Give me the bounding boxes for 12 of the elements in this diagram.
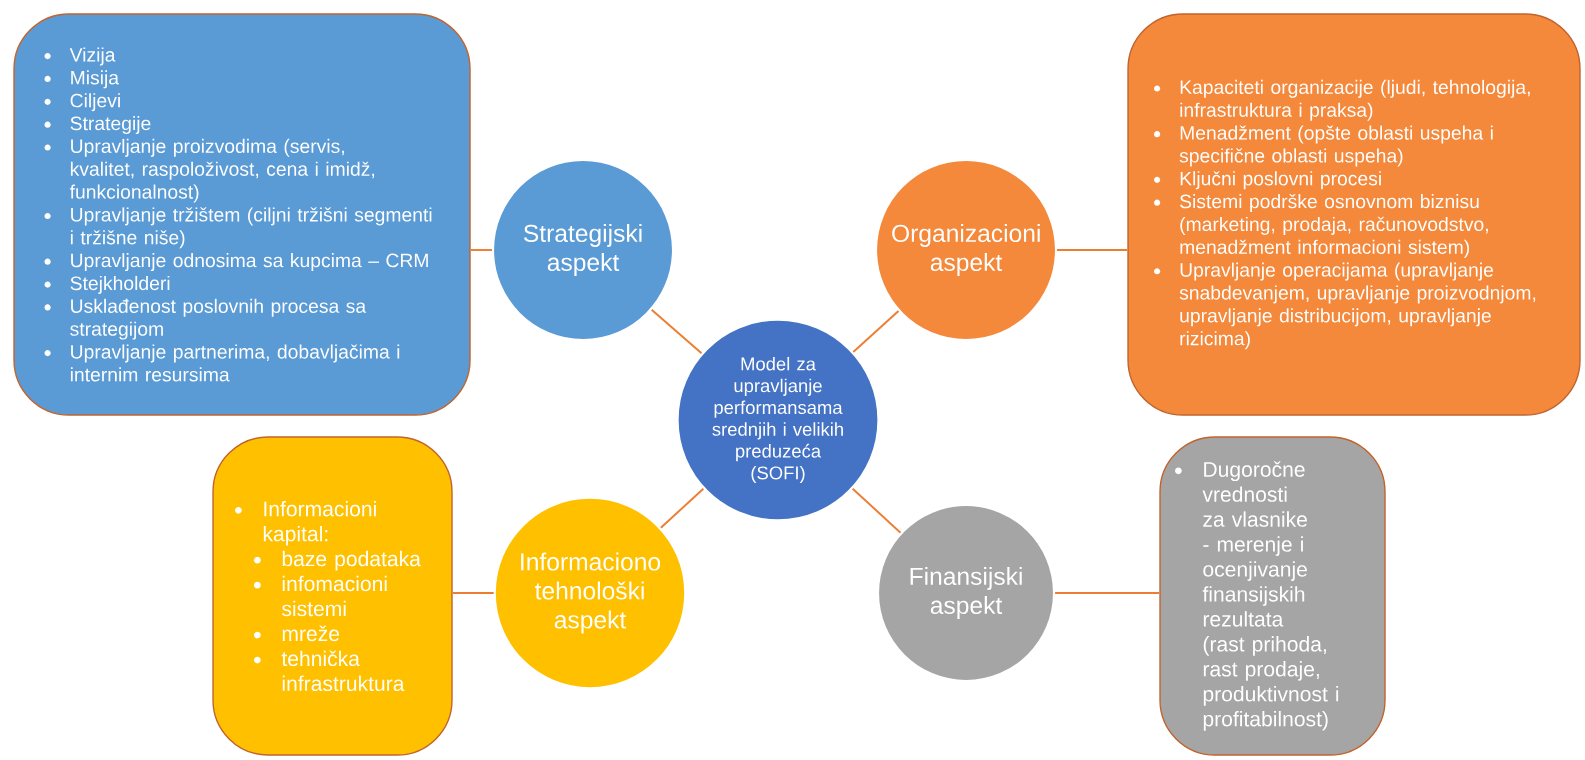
connector-line xyxy=(650,308,703,355)
connector-line xyxy=(659,487,705,529)
connector-line xyxy=(852,310,900,353)
list-box: Kapaciteti organizacije (ljudi, tehnologija, infrastruktura i praksa) Menadžment (opšte oblasti uspeha i specifične oblasti uspeha) Ključni poslovni procesi Sistemi podrške osnovnom biznisu (marketing, prodaja, računovodstvo, menadžment informacioni sistem) Upravljanje operacijama (upravljanje snabdevanjem, upravljanje proizvodnjom, upravljanje distribucijom, upravljanje rizicima) xyxy=(1127,13,1581,416)
list-box: Informacioni kapital: baze podataka infomacioni sistemi mreže tehnička infrastruktura xyxy=(212,436,453,756)
connector-line xyxy=(851,487,902,534)
connector-line xyxy=(1054,592,1161,594)
list-box: Vizija Misija Ciljevi Strategije Upravljanje proizvodima (servis, kvalitet, raspoloživost, cena i imidž, funkcionalnost) Upravljanje tržištem (ciljni tržišni segmenti i tržišne niše) Upravljanje odnosima sa kupcima – CRM Stejkholderi Usklađenost poslovnih procesa sa strategijom Upravljanje partnerima, dobavljačima i internim resursima xyxy=(13,13,471,416)
connector-line xyxy=(1056,249,1129,251)
connector-line xyxy=(469,249,493,251)
connector-line xyxy=(451,592,495,594)
list-box: Dugoročne vrednosti za vlasnike - merenje i ocenjivanje finansijskih rezultata (rast prihoda, rast prodaje, produktivnost i profitabilnost) xyxy=(1159,436,1386,756)
